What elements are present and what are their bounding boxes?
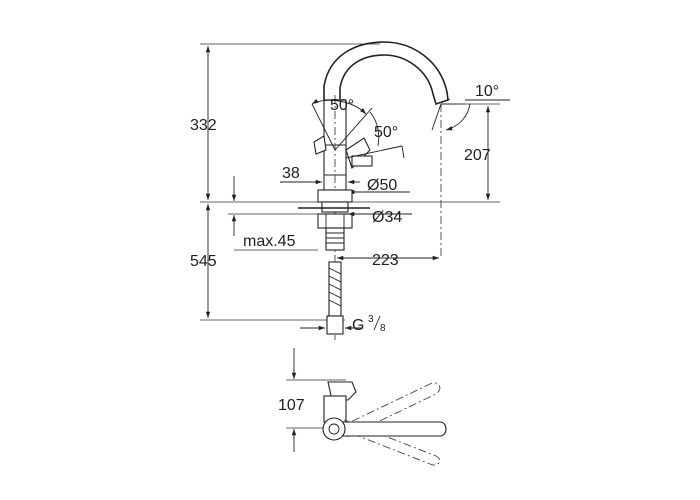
hose-braid-5 [328,299,342,307]
handle-knob [351,155,373,167]
top-base-circle [322,417,346,441]
dim-label-angle-left: 50° [330,97,354,114]
dim-label-angle-spout: 10° [475,83,499,100]
spout-position-upper [337,382,441,439]
dim-label-223: 223 [372,252,399,269]
spout-angle-arc [445,103,471,131]
handle-angle-ray-1 [311,103,336,151]
hose-braid-3 [328,283,342,291]
handle-lever-rear [313,135,327,155]
top-base-inner-circle [328,423,340,435]
dim-label-207: 207 [464,147,491,164]
spout-tip-line [435,98,451,105]
thread-fraction-slash [373,315,381,331]
dim-label-38: 38 [282,165,300,182]
dim-label-thread: G [352,317,364,334]
top-view [286,348,447,466]
dim-label-332: 332 [190,117,217,134]
base-flange [317,189,353,203]
fixing-nut [317,213,353,229]
spout-angle-line-2 [431,103,442,131]
hose-connector [326,315,344,335]
spout-position-center [335,421,447,437]
front-view [200,41,510,340]
handle-angle-ray-3 [345,145,403,159]
dim-label-d34: Ø34 [372,209,402,226]
hose-braid-4 [328,291,342,299]
dim-label-107: 107 [278,397,305,414]
spout-inner-curve [339,54,434,100]
base-nut [321,201,349,213]
hose-braid-2 [328,275,342,283]
handle-angle-tick [401,145,405,159]
dim-label-545: 545 [190,253,217,270]
threaded-shank [325,227,345,251]
handle-angle-arc-right [369,111,380,147]
hose-braid-1 [328,267,342,275]
spout-position-lower [337,419,441,466]
dim-label-angle-right: 50° [374,124,398,141]
dim-label-thread-num: 3 [368,314,374,325]
handle-angle-arc-left [311,98,367,115]
dim-label-d50: Ø50 [367,177,397,194]
handle-angle-ray-2 [334,107,373,151]
dim-label-thread-den: 8 [380,323,386,334]
spout-outer-curve [323,41,448,100]
dim-label-max45: max.45 [243,233,296,250]
